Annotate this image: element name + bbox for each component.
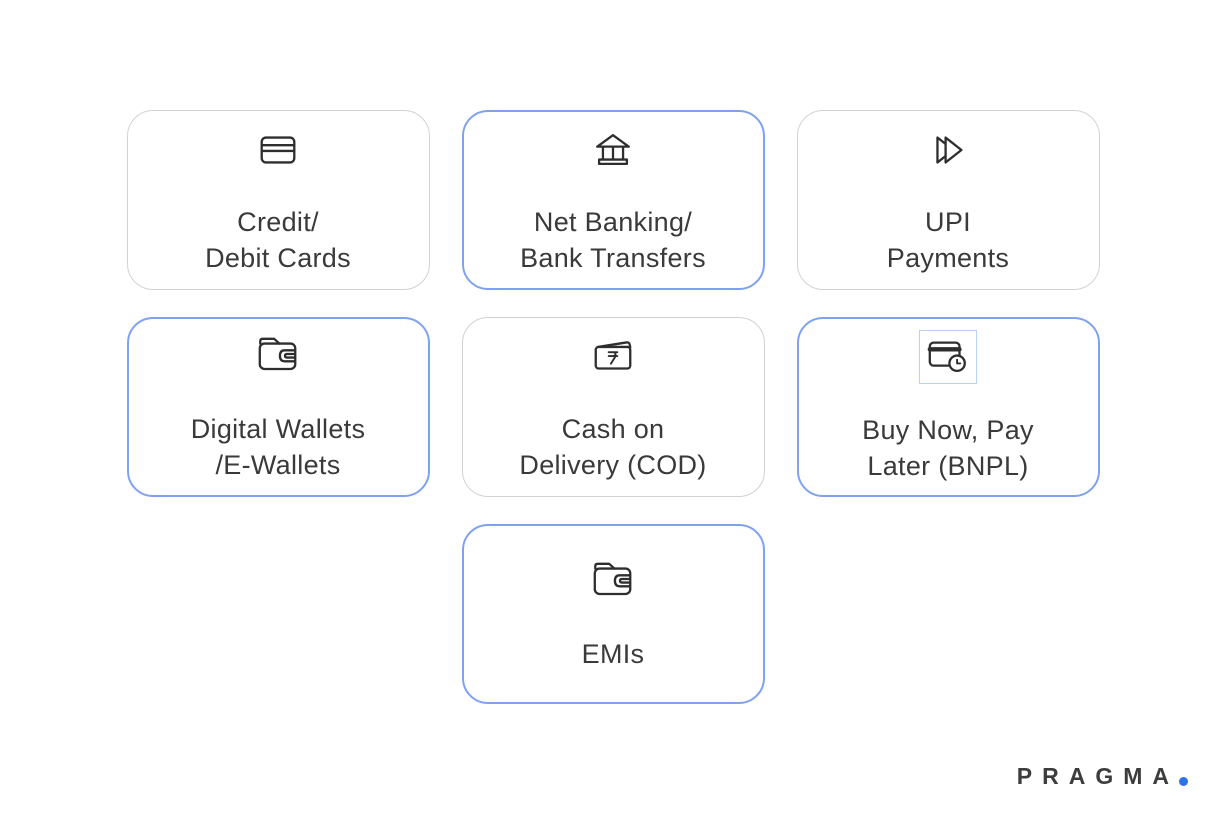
- card-label-line: Payments: [886, 243, 1010, 273]
- card-row-0: Credit/Debit Cards Net Banking/Bank Tran…: [0, 110, 1226, 290]
- card-row-2: EMIs: [0, 524, 1226, 704]
- card-label-line: Digital Wallets: [190, 414, 366, 444]
- bank-icon: [596, 133, 630, 166]
- credit-card-icon: [260, 136, 296, 164]
- card-label-line: UPI: [925, 207, 971, 237]
- card-label-line: Cash on: [561, 414, 665, 444]
- card-net-banking-bank-transfers[interactable]: Net Banking/Bank Transfers: [461, 110, 765, 290]
- wallet-icon-wrap: [250, 331, 306, 383]
- bank-icon-wrap: [585, 124, 641, 176]
- upi-arrows-icon: [936, 136, 963, 164]
- pragma-logo-dot-icon: [1179, 777, 1188, 786]
- card-label: EMIs: [582, 636, 645, 672]
- card-emis[interactable]: EMIs: [461, 524, 765, 704]
- card-label-line: Credit/: [237, 207, 319, 237]
- card-label-line: Debit Cards: [205, 243, 351, 273]
- card-credit-debit-cards[interactable]: Credit/Debit Cards: [126, 110, 430, 290]
- card-label: Net Banking/Bank Transfers: [520, 204, 706, 276]
- wallet-icon: [258, 337, 297, 371]
- card-label-line: EMIs: [581, 639, 645, 669]
- card-label: UPI Payments: [887, 204, 1009, 276]
- card-label-line: Later (BNPL): [867, 451, 1029, 481]
- card-label: Cash on Delivery (COD): [519, 411, 706, 483]
- card-label-line: Net Banking/: [533, 207, 693, 237]
- cash-rupee-icon: [594, 341, 632, 370]
- upi-arrows-icon-wrap: [920, 124, 976, 176]
- wallet-icon-wrap: [585, 556, 641, 608]
- card-label-line: Bank Transfers: [520, 243, 706, 273]
- pragma-logo: PRAGMA: [1017, 762, 1188, 790]
- card-label: Credit/Debit Cards: [205, 204, 351, 276]
- card-label-line: Delivery (COD): [519, 450, 707, 480]
- card-clock-icon-wrap: [919, 330, 977, 384]
- card-clock-icon: [927, 341, 966, 373]
- card-label-line: /E-Wallets: [215, 450, 341, 480]
- card-label: Digital Wallets/E-Wallets: [191, 411, 366, 483]
- card-digital-wallets-e-wallets[interactable]: Digital Wallets/E-Wallets: [126, 317, 430, 497]
- card-cash-on-delivery[interactable]: Cash on Delivery (COD): [461, 317, 765, 497]
- card-label-line: Buy Now, Pay: [862, 415, 1034, 445]
- wallet-icon: [593, 562, 632, 596]
- card-upi-payments[interactable]: UPI Payments: [796, 110, 1100, 290]
- card-row-1: Digital Wallets/E-Wallets Cash on Deliver…: [0, 317, 1226, 497]
- credit-card-icon-wrap: [250, 124, 306, 176]
- pragma-logo-text: PRAGMA: [1016, 763, 1179, 789]
- cash-rupee-icon-wrap: [585, 331, 641, 383]
